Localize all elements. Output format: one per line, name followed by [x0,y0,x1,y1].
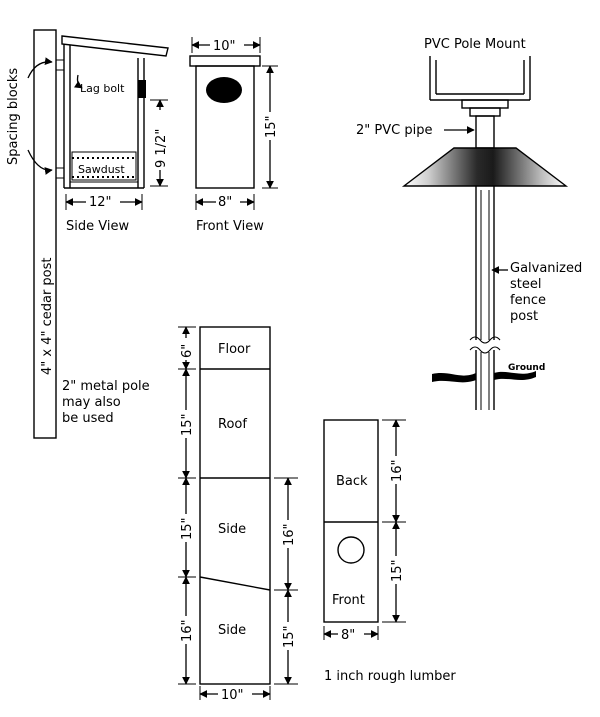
baffle-cone [401,147,569,187]
pvc-mount-title: PVC Pole Mount [424,37,526,52]
spacing-block-arrow-bottom [27,149,53,175]
ground-label: Ground [508,363,545,373]
piece-roof-label: Roof [218,417,247,432]
front-view-title: Front View [196,219,264,234]
lumber-note: 1 inch rough lumber [324,669,456,684]
roof-length-label: 15" [180,413,195,436]
lag-bolt-arrow [73,74,83,89]
short-board-width-label: 8" [341,628,355,643]
pvc-mount-drawing [401,56,569,410]
side-2-right-label: 15" [282,625,297,648]
long-board-width-label: 10" [221,688,244,703]
steel-post-line-3: fence [510,293,546,308]
front-top-width-label: 10" [213,39,236,54]
steel-post-line-2: steel [510,277,541,292]
front-view-drawing [189,55,261,189]
side-width-label: 12" [89,195,112,210]
spacing-block-arrow-top [27,57,53,79]
piece-front-label: Front [332,593,365,608]
lag-bolt-label: Lag bolt [80,82,125,95]
short-board [323,419,379,623]
cedar-post-label: 4" x 4" cedar post [40,257,55,375]
back-length-label: 16" [390,459,405,482]
front-height-label: 15" [264,115,279,138]
side-view-title: Side View [66,219,129,234]
side-view-drawing [55,35,169,189]
piece-side-2-label: Side [218,623,246,638]
piece-back-label: Back [336,474,368,489]
metal-pole-note-line-2: may also [62,395,121,410]
spacing-blocks-label: Spacing blocks [6,68,21,165]
long-board [199,326,271,685]
front-length-label: 15" [390,559,405,582]
steel-post-line-4: post [510,309,538,324]
entrance-hole-outline-icon [337,536,365,564]
pvc-pipe-label: 2" PVC pipe [356,123,432,138]
piece-side-1-label: Side [218,522,246,537]
sawdust-label: Sawdust [78,163,125,176]
cedar-post: 4" x 4" cedar post [33,29,57,439]
side-2-length-label: 16" [180,619,195,642]
metal-pole-note-line-1: 2" metal pole [62,379,150,394]
side-height-label: 9 1/2" [154,129,169,168]
front-bottom-width-label: 8" [218,195,232,210]
metal-pole-note-line-3: be used [62,411,114,426]
side-1-right-label: 16" [282,523,297,546]
steel-post-line-1: Galvanized [510,261,582,276]
floor-length-label: 6" [180,344,195,358]
lag-bolt-icon [138,80,146,98]
piece-floor-label: Floor [218,342,251,357]
side-1-length-label: 15" [180,517,195,540]
entrance-hole-icon [206,77,242,103]
